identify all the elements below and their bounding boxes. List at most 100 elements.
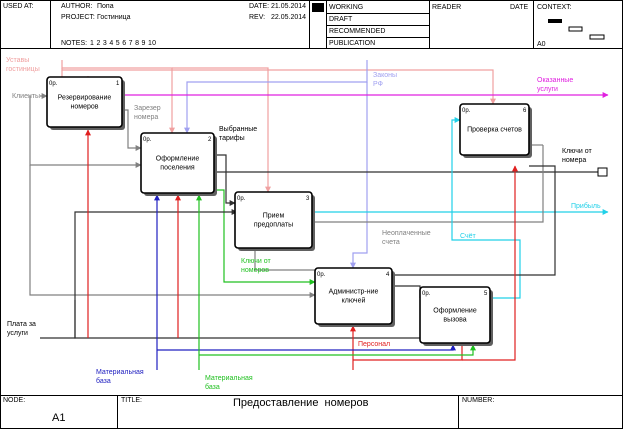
- label-mat-baza-1: Материальная: [96, 369, 144, 376]
- activity-cost: 0р.: [237, 196, 246, 202]
- label-neoplachennye: Неоплаченные: [382, 230, 431, 237]
- activity-cost: 0р.: [422, 291, 431, 297]
- author-value: Попа: [97, 3, 114, 10]
- reader-label: READER: [432, 4, 462, 11]
- arrow-neoplachennye: [312, 145, 544, 223]
- label-klyuchi-ot-nomera: Ключи от: [562, 148, 592, 155]
- context-node: A0: [537, 41, 546, 48]
- notes-label: NOTES:: [61, 40, 88, 47]
- label-pribyl: Прибыль: [571, 202, 601, 210]
- activity-cost: 0р.: [143, 137, 152, 143]
- label-mat-baza-2: база: [205, 383, 220, 391]
- arrow-plata: [74, 300, 420, 339]
- context-label: CONTEXT:: [537, 4, 572, 11]
- activity-box-1: [46, 76, 123, 128]
- output-tunnel-icon: [597, 167, 608, 177]
- rev-value: 22.05.2014: [271, 14, 307, 21]
- arrow-ustavy: [61, 68, 496, 105]
- label-mat-baza-2: Материальная: [205, 375, 253, 382]
- date-value: 21.05.2014: [271, 3, 307, 10]
- activity-box-3: [234, 191, 313, 249]
- label-klyuchi-ot-nomerov: номеров: [241, 267, 269, 274]
- rev-label: REV:: [249, 14, 266, 21]
- label-zarezer: Зарезер: [134, 105, 161, 112]
- activity-label: Резервирование: [58, 95, 112, 102]
- status-publication: PUBLICATION: [329, 40, 376, 47]
- label-mat-baza-1: база: [96, 377, 111, 385]
- label-zarezer: номера: [134, 114, 158, 121]
- node-label: NODE:: [3, 397, 26, 404]
- number-label: NUMBER:: [462, 397, 495, 404]
- label-klyuchi-ot-nomera: номера: [562, 157, 586, 164]
- arrow-plata: [40, 209, 238, 339]
- activity-box-5: [419, 286, 491, 344]
- arrow-zakony: [184, 60, 368, 134]
- activity-cost: 0р.: [462, 108, 471, 114]
- label-plata: Плата за: [7, 321, 36, 328]
- label-zakony: Законы: [373, 72, 397, 79]
- activity-number: 5: [484, 291, 488, 297]
- arrow-zakony: [350, 82, 368, 269]
- activity-label: Оформление: [433, 308, 477, 315]
- activity-label: Оформление: [156, 156, 200, 163]
- date-label: DATE:: [249, 3, 270, 10]
- arrow-ustavy: [172, 67, 271, 193]
- node-value: A1: [52, 412, 66, 424]
- activity-label: вызова: [443, 317, 466, 324]
- label-klienty: Клиенты: [12, 93, 40, 100]
- label-klyuchi-ot-nomerov: Ключи от: [241, 258, 271, 265]
- activity-number: 6: [523, 108, 527, 114]
- arrow-mat-baza: [199, 344, 476, 356]
- status-working: WORKING: [329, 4, 364, 11]
- author-label: AUTHOR:: [61, 3, 93, 10]
- activity-box-6: [459, 103, 530, 156]
- label-vybrannye: Выбранные: [219, 125, 257, 133]
- arrow-klienty: [29, 165, 316, 298]
- activity-cost: 0р.: [49, 81, 58, 87]
- activity-label: Прием: [263, 213, 285, 220]
- arrow-ustavy: [61, 60, 175, 134]
- arrow-4-6: [392, 165, 556, 276]
- activity-number: 3: [306, 196, 310, 202]
- label-ustavy: Уставы: [6, 57, 29, 64]
- activity-label: Администр-ние: [329, 289, 379, 296]
- project-value: Гостиница: [97, 14, 131, 21]
- label-schet: Счёт: [460, 233, 477, 240]
- label-vybrannye: тарифы: [219, 135, 245, 142]
- context-box: [568, 26, 583, 32]
- label-plata: услуги: [7, 330, 28, 337]
- label-okazannye: Оказанные: [537, 77, 573, 84]
- diagram-title: Предоставление номеров: [233, 397, 369, 409]
- arrow-mat-baza: [157, 344, 456, 351]
- status-recommended: RECOMMENDED: [329, 28, 386, 35]
- activity-label: Проверка счетов: [467, 127, 522, 134]
- activity-box-2: [140, 132, 215, 194]
- reader-date-label: DATE: [510, 4, 529, 11]
- title-label: TITLE:: [121, 397, 143, 404]
- label-ustavy: гостиницы: [6, 66, 40, 73]
- arrow-vybrannye: [214, 154, 236, 206]
- arrow-personal: [462, 165, 518, 361]
- activity-label: ключей: [342, 297, 366, 305]
- arrow-4-5: [392, 285, 421, 298]
- notes-numbers: 1 2 3 4 5 6 7 8 9 10: [90, 40, 157, 47]
- activity-cost: 0р.: [317, 272, 326, 278]
- context-box-active: [548, 19, 562, 23]
- status-draft: DRAFT: [329, 16, 353, 23]
- activity-number: 2: [208, 137, 212, 143]
- activity-number: 1: [116, 81, 120, 87]
- label-personal: Персонал: [358, 341, 390, 348]
- label-okazannye: услуги: [537, 86, 558, 93]
- context-box: [589, 34, 605, 40]
- activity-label: поселения: [160, 165, 195, 172]
- activity-label: предоплаты: [254, 222, 293, 229]
- activity-label: номеров: [71, 104, 99, 111]
- label-neoplachennye: счета: [382, 239, 400, 246]
- used-at-label: USED AT:: [3, 3, 34, 10]
- activity-box-4: [314, 267, 393, 325]
- activity-number: 4: [386, 272, 390, 278]
- label-zakony: РФ: [373, 81, 383, 88]
- project-label: PROJECT:: [61, 14, 95, 21]
